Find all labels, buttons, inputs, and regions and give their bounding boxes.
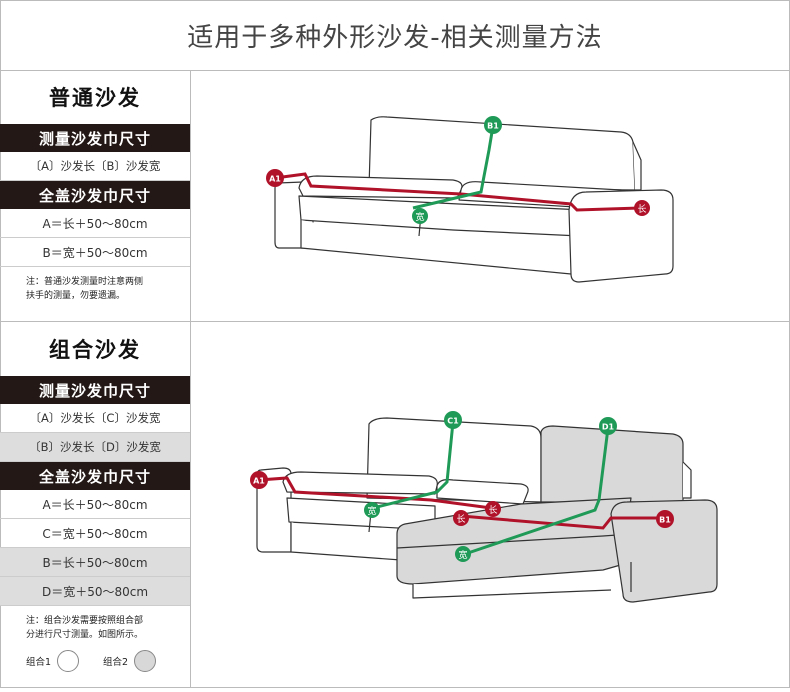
formula-row: C＝宽＋50～80cm [0, 519, 190, 548]
marker-label: C1 [447, 417, 459, 426]
cover-header: 全盖沙发巾尺寸 [0, 181, 190, 209]
combination-legend: 组合1 组合2 [0, 642, 190, 672]
formula-row: D＝宽＋50～80cm [0, 577, 190, 606]
width-marker-1: 宽 [364, 502, 380, 518]
measure-header: 测量沙发巾尺寸 [0, 124, 190, 152]
formula-row: B＝宽＋50～80cm [0, 238, 190, 267]
formula-row: A＝长＋50～80cm [0, 490, 190, 519]
note-text: 注：组合沙发需要按照组合部 分进行尺寸测量。如图所示。 [0, 606, 190, 642]
combination-sofa-diagram: A1 C1 D1 B1 宽 宽 长 长 [191, 322, 790, 688]
marker-label: A1 [253, 477, 265, 486]
length-measure-line-b [460, 514, 663, 530]
length-measure-line-a [258, 476, 492, 510]
d1-marker: D1 [599, 417, 617, 435]
marker-label: A1 [269, 175, 281, 184]
formula-row: B＝长＋50～80cm [0, 548, 190, 577]
marker-label: 长 [456, 513, 465, 525]
note-text: 注：普通沙发测量时注意两侧 扶手的测量，勿要遗漏。 [0, 267, 190, 303]
marker-label: 宽 [458, 549, 467, 561]
marker-label: 宽 [415, 211, 424, 223]
marker-label: 长 [488, 504, 497, 516]
measure-row: 〔A〕沙发长〔B〕沙发宽 [0, 152, 190, 181]
b1-marker: B1 [656, 510, 674, 528]
section-divider [0, 321, 790, 322]
marker-label: 宽 [367, 505, 376, 517]
white-circle-swatch [57, 650, 80, 672]
b1-marker: B1 [484, 116, 502, 134]
measure-row: 〔A〕沙发长〔C〕沙发宽 [0, 404, 190, 433]
length-measure-line [274, 172, 640, 212]
regular-sofa-title: 普通沙发 [49, 86, 141, 110]
width-marker: 宽 [412, 208, 428, 224]
c1-marker: C1 [444, 411, 462, 429]
a1-marker: A1 [250, 471, 268, 489]
width-measure-line-d [464, 427, 610, 556]
width-measure-line-c [372, 421, 455, 510]
marker-label: B1 [487, 122, 499, 131]
combination-sofa-panel: 组合沙发 测量沙发巾尺寸 〔A〕沙发长〔C〕沙发宽 〔B〕沙发长〔D〕沙发宽 全… [0, 322, 191, 688]
combination-sofa-title: 组合沙发 [49, 338, 141, 362]
grey-circle-swatch [134, 650, 157, 672]
width-marker-2: 宽 [455, 546, 471, 562]
cover-header: 全盖沙发巾尺寸 [0, 462, 190, 490]
length-marker: 长 [634, 200, 650, 216]
length-marker-2: 长 [453, 510, 469, 526]
regular-sofa-diagram: A1 B1 宽 长 [191, 70, 790, 322]
width-measure-line [412, 125, 495, 210]
note-line: 注：普通沙发测量时注意两侧 [26, 277, 144, 287]
a1-marker: A1 [266, 169, 284, 187]
combo2-label: 组合2 [103, 657, 129, 668]
measure-row: 〔B〕沙发长〔D〕沙发宽 [0, 433, 190, 462]
marker-label: 长 [637, 203, 646, 215]
note-line: 分进行尺寸测量。如图所示。 [26, 630, 144, 640]
measure-header: 测量沙发巾尺寸 [0, 376, 190, 404]
marker-label: B1 [659, 516, 671, 525]
combo1-label: 组合1 [26, 657, 52, 668]
formula-row: A＝长＋50～80cm [0, 209, 190, 238]
page-title: 适用于多种外形沙发-相关测量方法 [0, 0, 790, 71]
marker-label: D1 [602, 423, 615, 432]
note-line: 注：组合沙发需要按照组合部 [26, 616, 144, 626]
length-marker-1: 长 [485, 501, 501, 517]
regular-sofa-panel: 普通沙发 测量沙发巾尺寸 〔A〕沙发长〔B〕沙发宽 全盖沙发巾尺寸 A＝长＋50… [0, 70, 191, 322]
note-line: 扶手的测量，勿要遗漏。 [26, 291, 126, 301]
